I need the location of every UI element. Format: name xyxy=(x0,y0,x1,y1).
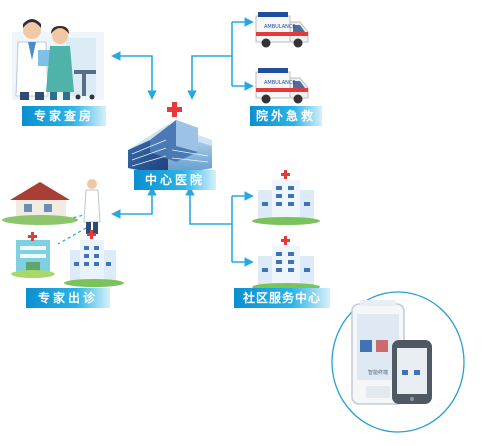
arrow-rounds-to-center xyxy=(111,51,157,100)
connectors xyxy=(111,17,254,267)
device-screen-text: 智能终端 xyxy=(368,369,388,376)
svg-text:AMBULANCE: AMBULANCE xyxy=(264,80,296,86)
clinic-doctor xyxy=(83,179,101,234)
label-expert-rounds: 专家查房 xyxy=(22,106,106,126)
tablet-device: 智能终端 xyxy=(351,300,405,405)
svg-text:AMBULANCE: AMBULANCE xyxy=(264,24,296,30)
device-circle xyxy=(331,291,465,433)
doctors-illustration xyxy=(12,19,104,100)
clinic-house xyxy=(2,182,78,225)
clinic-hospital-building xyxy=(64,230,124,287)
label-expert-clinic: 专家出诊 xyxy=(26,288,110,308)
ambulance-2: AMBULANCE xyxy=(255,68,309,104)
phone-device xyxy=(392,340,432,404)
community-building-1 xyxy=(252,170,320,225)
label-prehospital-emergency: 院外急救 xyxy=(250,106,322,126)
label-community-center: 社区服务中心 xyxy=(234,288,330,308)
arrow-center-to-ambulance xyxy=(187,55,232,100)
clinic-small-building xyxy=(11,232,55,278)
community-building-2 xyxy=(252,236,320,291)
arrow-center-to-community xyxy=(185,186,232,225)
label-center-hospital: 中心医院 xyxy=(134,170,216,190)
arrow-center-to-clinic xyxy=(111,186,157,219)
ambulance-1: AMBULANCE xyxy=(255,12,309,48)
